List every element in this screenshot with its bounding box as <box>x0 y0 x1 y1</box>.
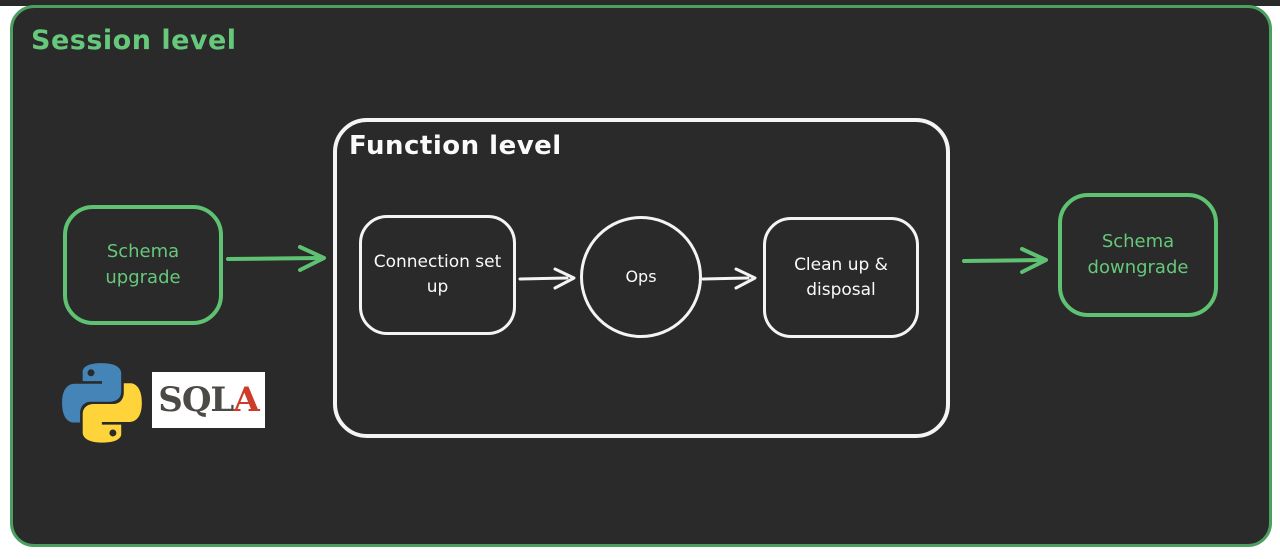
schema-downgrade-label-line1: Schema <box>1101 230 1175 252</box>
ops-label: Ops <box>625 267 657 287</box>
schema-upgrade-label-line1: Schema <box>106 240 180 262</box>
schema-upgrade-label-line2: upgrade <box>105 267 181 288</box>
connection-setup-node: Connection set up <box>359 215 516 335</box>
arrow-ops-to-cleanup <box>701 267 757 290</box>
function-level-title: Function level <box>349 131 562 161</box>
ops-node: Ops <box>580 216 702 338</box>
cleanup-label-line2: disposal <box>806 279 876 300</box>
cleanup-label-line1: Clean up & <box>794 254 888 275</box>
function-level-container: Function level Connection set up Ops Cle… <box>333 118 950 438</box>
sqlalchemy-logo-a-text: A <box>233 380 259 420</box>
connection-setup-label-line1: Connection set <box>373 252 502 273</box>
session-level-container: Session level Schema upgrade Function le… <box>10 5 1272 547</box>
schema-upgrade-node: Schema upgrade <box>63 205 223 325</box>
sqlalchemy-logo-sql-text: SQL <box>158 380 234 420</box>
arrow-connection-to-ops <box>518 267 576 290</box>
arrow-upgrade-to-function <box>226 245 326 272</box>
python-logo <box>62 363 142 443</box>
schema-downgrade-label-line2: downgrade <box>1087 257 1189 278</box>
cleanup-disposal-node: Clean up & disposal <box>763 217 919 338</box>
arrow-function-to-downgrade <box>962 247 1048 274</box>
schema-downgrade-node: Schema downgrade <box>1058 193 1218 317</box>
top-edge-strip <box>0 0 1280 6</box>
session-level-title: Session level <box>31 25 237 56</box>
connection-setup-label-line2: up <box>426 277 449 297</box>
